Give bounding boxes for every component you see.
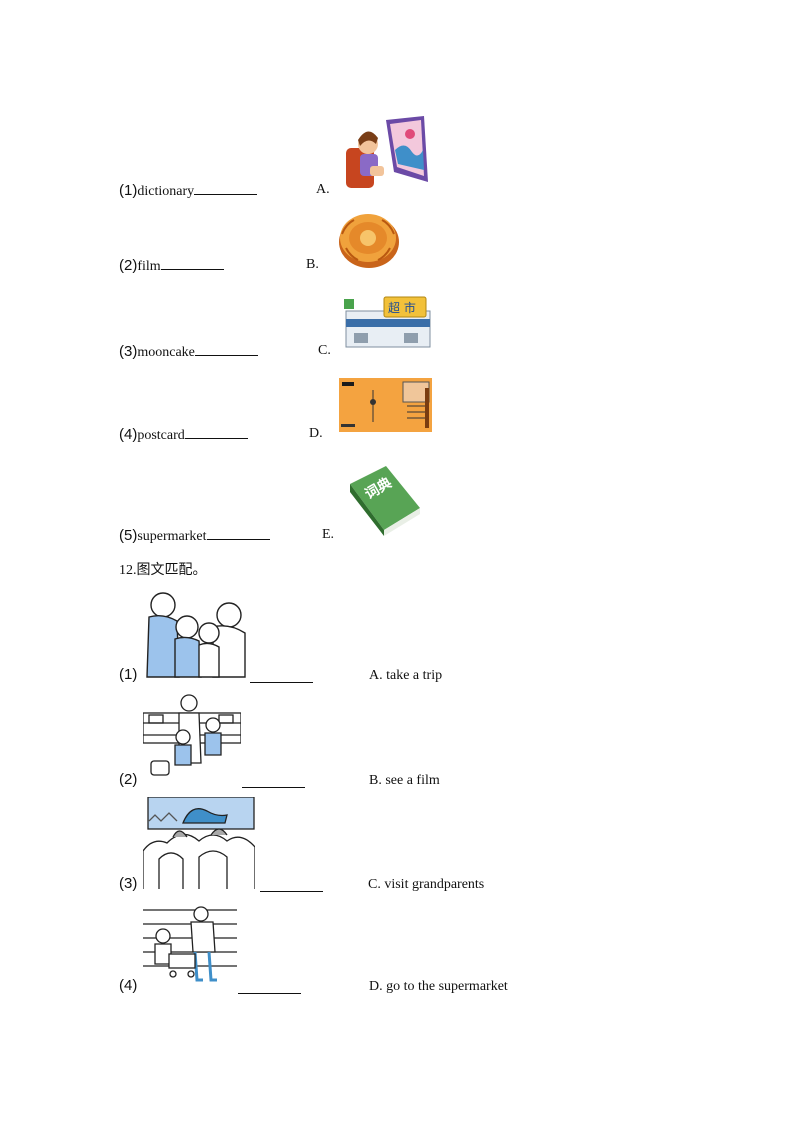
supermarket-sign: 超 市 <box>388 301 416 315</box>
item-number: (5) <box>119 527 138 544</box>
option-letter-a: A. <box>316 182 330 197</box>
item-word: supermarket <box>137 529 207 544</box>
item-number: (1) <box>119 182 138 199</box>
dictionary-book-icon: 词典 <box>344 462 424 538</box>
answer-blank[interactable] <box>206 526 270 540</box>
question-item-3: (3)mooncake <box>119 342 258 361</box>
match-item-4: (4) <box>119 978 137 995</box>
cinema-audience-icon <box>143 797 255 889</box>
option-b: B. see a film <box>369 773 440 788</box>
item-word: mooncake <box>137 345 195 360</box>
item-number: (4) <box>119 426 138 443</box>
section-heading: 12.图文匹配。 <box>119 563 207 578</box>
match-item-3: (3) <box>119 876 137 893</box>
item-number: (3) <box>119 343 138 360</box>
question-item-5: (5)supermarket <box>119 526 270 545</box>
item-number: (4) <box>119 977 138 994</box>
question-item-2: (2)film <box>119 256 224 275</box>
answer-blank[interactable] <box>242 774 305 793</box>
item-word: postcard <box>137 428 185 443</box>
answer-blank[interactable] <box>238 980 301 999</box>
item-word: dictionary <box>137 184 195 199</box>
item-number: (2) <box>119 771 138 788</box>
postcard-icon <box>339 378 432 432</box>
item-number: (2) <box>119 257 138 274</box>
answer-blank[interactable] <box>160 256 224 270</box>
item-word: film <box>137 259 161 274</box>
train-station-trip-icon <box>143 693 241 781</box>
mooncake-icon <box>336 208 402 270</box>
answer-blank[interactable] <box>260 878 323 897</box>
cinema-viewer-icon <box>340 100 432 192</box>
supermarket-shopping-icon <box>143 904 239 984</box>
option-a: A. take a trip <box>369 668 443 683</box>
answer-blank[interactable] <box>194 342 258 356</box>
option-letter-e: E. <box>322 527 335 542</box>
answer-blank[interactable] <box>250 669 313 688</box>
answer-blank[interactable] <box>184 425 248 439</box>
question-item-1: (1)dictionary <box>119 181 258 200</box>
question-item-4: (4)postcard <box>119 425 248 444</box>
match-item-1: (1) <box>119 667 137 684</box>
option-c: C. visit grandparents <box>368 877 485 892</box>
grandparents-family-icon <box>143 587 247 681</box>
answer-blank[interactable] <box>194 181 258 195</box>
item-number: (3) <box>119 875 138 892</box>
option-letter-c: C. <box>318 343 331 358</box>
option-d: D. go to the supermarket <box>369 979 508 994</box>
option-letter-b: B. <box>306 257 319 272</box>
option-letter-d: D. <box>309 426 323 441</box>
supermarket-building-icon: 超 市 <box>344 295 432 351</box>
item-number: (1) <box>119 666 138 683</box>
match-item-2: (2) <box>119 772 137 789</box>
